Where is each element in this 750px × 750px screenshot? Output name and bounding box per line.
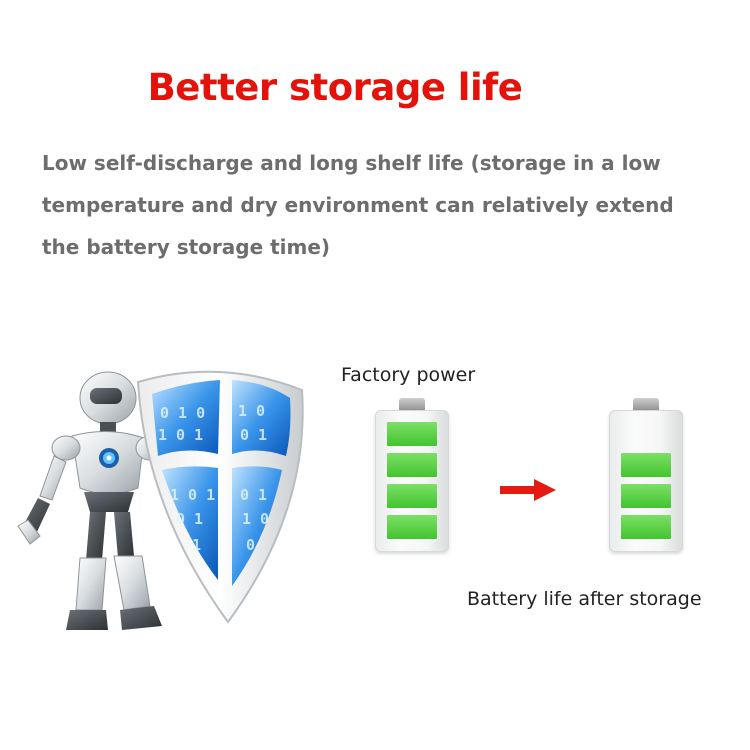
shield-icon: 0 1 0 1 0 1 1 0 0 1 1 0 1 0 1 0 1 1 0 1 … xyxy=(136,370,304,624)
battery-bar xyxy=(387,484,437,508)
battery-body xyxy=(375,410,449,552)
battery-cap xyxy=(633,398,659,412)
red-arrow-icon xyxy=(500,479,556,501)
battery-cap xyxy=(399,398,425,412)
robot-icon xyxy=(17,371,165,630)
svg-text:0 1: 0 1 xyxy=(176,510,203,528)
page-title: Better storage life xyxy=(147,66,523,109)
battery-bar xyxy=(621,453,671,477)
svg-text:0: 0 xyxy=(246,536,255,554)
battery-bar xyxy=(387,453,437,477)
svg-text:1: 1 xyxy=(192,536,201,554)
svg-text:0 1: 0 1 xyxy=(240,486,267,504)
battery-body xyxy=(609,410,683,552)
battery-partial-icon xyxy=(609,398,683,552)
svg-text:0 1 0: 0 1 0 xyxy=(160,404,205,422)
description-line-2: temperature and dry environment can rela… xyxy=(42,193,674,217)
battery-bar xyxy=(621,484,671,508)
svg-text:1 0 1: 1 0 1 xyxy=(170,486,215,504)
battery-bar xyxy=(621,515,671,539)
battery-full-icon xyxy=(375,398,449,552)
svg-text:1 0: 1 0 xyxy=(238,402,265,420)
battery-bar xyxy=(387,515,437,539)
svg-text:1 0 1: 1 0 1 xyxy=(158,426,203,444)
description: Low self-discharge and long shelf life (… xyxy=(42,142,732,268)
battery-after-storage-label: Battery life after storage xyxy=(467,588,702,610)
factory-power-label: Factory power xyxy=(341,364,476,386)
description-line-1: Low self-discharge and long shelf life (… xyxy=(42,151,661,175)
svg-text:0 1: 0 1 xyxy=(240,426,267,444)
robot-shield-illustration: 0 1 0 1 0 1 1 0 0 1 1 0 1 0 1 0 1 1 0 1 … xyxy=(17,370,304,630)
battery-bar xyxy=(387,422,437,446)
description-line-3: the battery storage time) xyxy=(42,235,331,259)
svg-text:1 0: 1 0 xyxy=(242,510,269,528)
